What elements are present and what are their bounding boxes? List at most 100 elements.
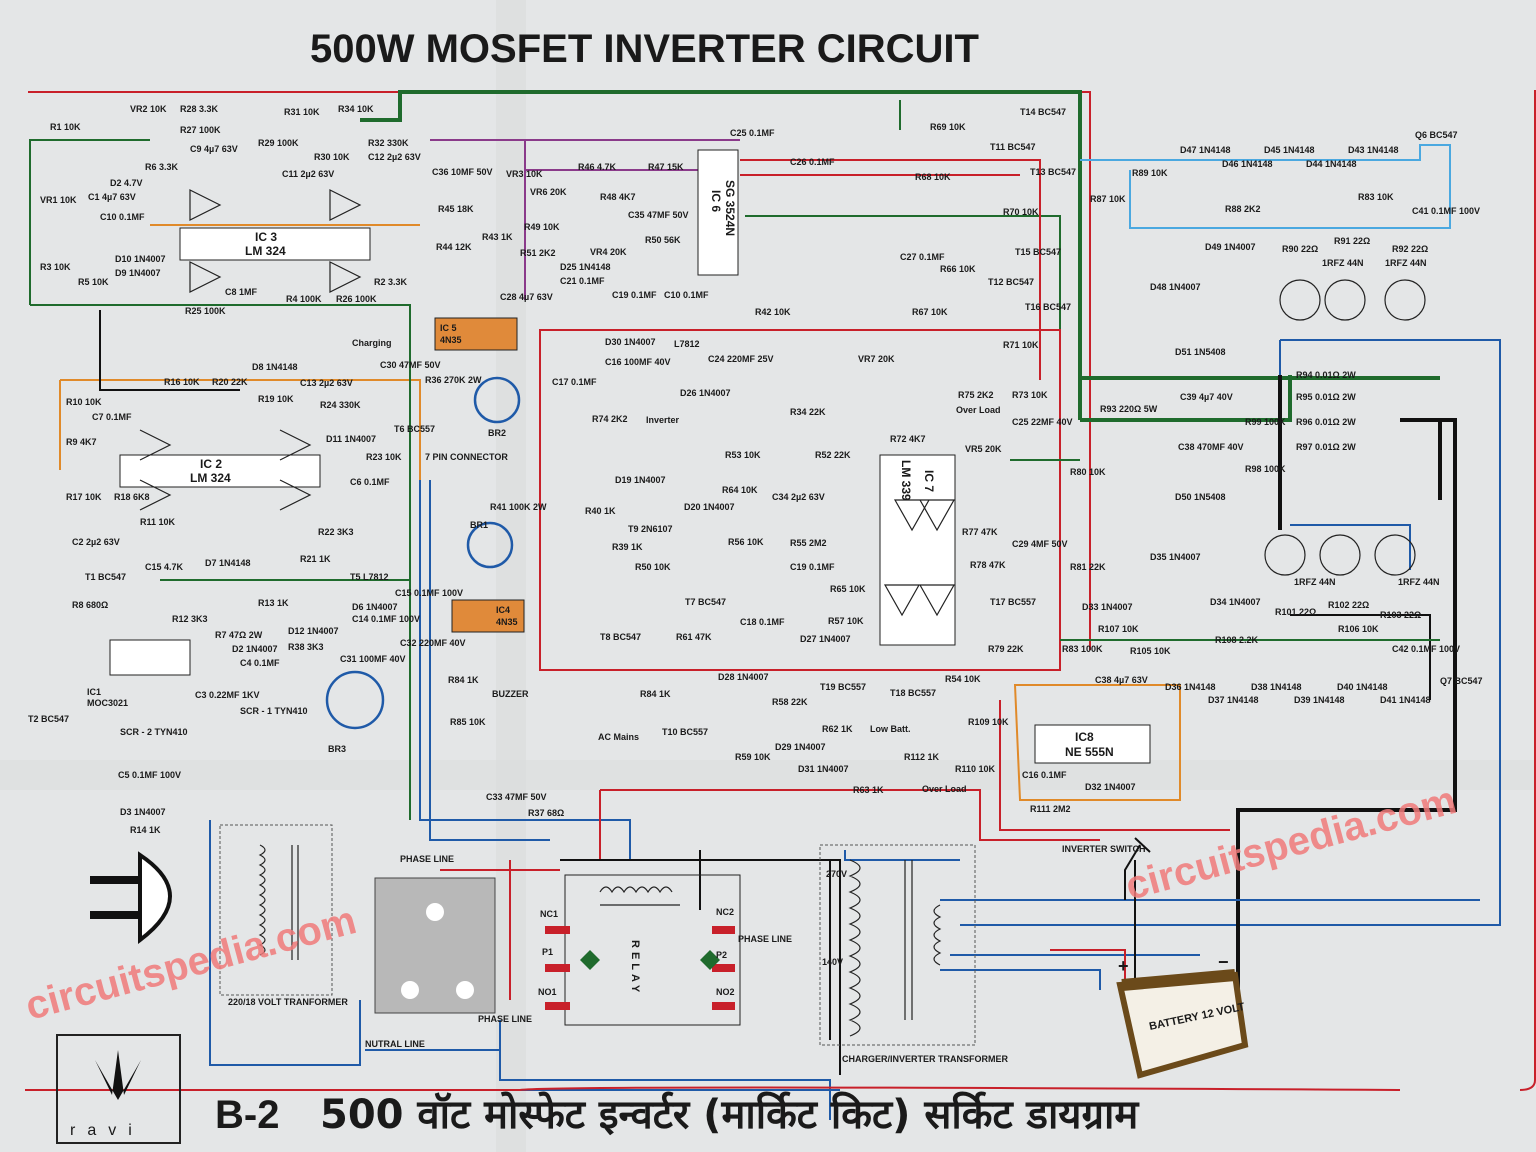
label-r83b: R83 100K [1062, 644, 1103, 654]
label-r55: R55 2M2 [790, 538, 827, 548]
tap-140v: 140V [822, 957, 843, 967]
mosfet-label: 1RFZ 44N [1398, 577, 1440, 587]
label-d50: D50 1N5408 [1175, 492, 1226, 502]
label-c29: C29 4MF 50V [1012, 539, 1068, 549]
ic4-part: 4N35 [496, 617, 518, 627]
transformer2-label: CHARGER/INVERTER TRANSFORMER [842, 1054, 1009, 1064]
label-c42: C42 0.1MF 100V [1392, 644, 1460, 654]
label-c6: C6 0.1MF [350, 477, 390, 487]
mosfet-label: 1RFZ 44N [1385, 258, 1427, 268]
label-r72: R72 4K7 [890, 434, 926, 444]
label-d41: D41 1N4148 [1380, 695, 1431, 705]
label-r85: R85 10K [450, 717, 486, 727]
label-r81: R81 22K [1070, 562, 1106, 572]
label-t19: T19 BC557 [820, 682, 866, 692]
label-vr4: VR4 20K [590, 247, 627, 257]
label-c3: C3 0.22MF 1KV [195, 690, 260, 700]
label-vr7: VR7 20K [858, 354, 895, 364]
label-r42: R42 10K [755, 307, 791, 317]
label-d28: D28 1N4007 [718, 672, 769, 682]
label-r7: R7 47Ω 2W [215, 630, 263, 640]
label-c8: C8 1MF [225, 287, 258, 297]
label-c9: C9 4µ7 63V [190, 144, 238, 154]
label-r69: R69 10K [930, 122, 966, 132]
label-r71: R71 10K [1003, 340, 1039, 350]
wires [25, 90, 1536, 1120]
ic4-optocoupler: IC4 4N35 [451, 599, 525, 633]
label-c26: C26 0.1MF [790, 157, 835, 167]
label-r101: R101 22Ω [1275, 607, 1316, 617]
label-r34: R34 10K [338, 104, 374, 114]
label-r92: R92 22Ω [1392, 244, 1428, 254]
inverter-switch[interactable] [1060, 840, 1180, 870]
label-d40: D40 1N4148 [1337, 682, 1388, 692]
label-r49: R49 10K [524, 222, 560, 232]
ic3-chip: IC 3 LM 324 [179, 189, 371, 293]
label-vr5: VR5 20K [965, 444, 1002, 454]
mosfet-label: 1RFZ 44N [1322, 258, 1364, 268]
label-r3: R3 10K [40, 262, 71, 272]
label-t2: T2 BC547 [28, 714, 69, 724]
label-t12: T12 BC547 [988, 277, 1034, 287]
label-d44: D44 1N4148 [1306, 159, 1357, 169]
label-c17: C17 0.1MF [552, 377, 597, 387]
label-r9: R9 4K7 [66, 437, 97, 447]
ic5-optocoupler: IC 5 4N35 [434, 317, 518, 351]
label-vr1: VR1 10K [40, 195, 77, 205]
label-d34: D34 1N4007 [1210, 597, 1261, 607]
label-vr3: VR3 10K [506, 169, 543, 179]
label-c34: C34 2µ2 63V [772, 492, 825, 502]
mains-plug [90, 851, 172, 945]
label-r77: R77 47K [962, 527, 998, 537]
label-lowbatt: Low Batt. [870, 724, 911, 734]
label-r44: R44 12K [436, 242, 472, 252]
label-scr1: SCR - 1 TYN410 [240, 706, 308, 716]
label-r8: R8 680Ω [72, 600, 108, 610]
label-d25: D25 1N4148 [560, 262, 611, 272]
label-c10: C10 0.1MF [100, 212, 145, 222]
inverter-switch-icon[interactable] [1124, 837, 1151, 900]
label-r93: R93 220Ω 5W [1100, 404, 1158, 414]
ic3-name: IC 3 [255, 230, 277, 244]
label-r70: R70 10K [1003, 207, 1039, 217]
diagram-title: 500W MOSFET INVERTER CIRCUIT [310, 27, 979, 71]
label-r59: R59 10K [735, 752, 771, 762]
label-r28: R28 3.3K [180, 104, 219, 114]
label-d36: D36 1N4148 [1165, 682, 1216, 692]
label-c31: C31 100MF 40V [340, 654, 406, 664]
label-c25b: C25 22MF 40V [1012, 417, 1073, 427]
label-d6: D6 1N4007 [352, 602, 398, 612]
label-c27: C27 0.1MF [900, 252, 945, 262]
label-nc1: NC1 [540, 909, 558, 919]
label-phase-line-2: PHASE LINE [478, 1014, 532, 1024]
label-d45: D45 1N4148 [1264, 145, 1315, 155]
label-r6: R6 3.3K [145, 162, 179, 172]
label-r12: R12 3K3 [172, 614, 208, 624]
label-r5: R5 10K [78, 277, 109, 287]
label-r21: R21 1K [300, 554, 331, 564]
label-d8: D8 1N4148 [252, 362, 298, 372]
label-c30: C30 47MF 50V [380, 360, 441, 370]
ic8-part: NE 555N [1065, 745, 1114, 759]
label-r10: R10 10K [66, 397, 102, 407]
label-d10: D10 1N4007 [115, 254, 166, 264]
label-c38: C38 470MF 40V [1178, 442, 1244, 452]
label-c19b: C19 0.1MF [790, 562, 835, 572]
ic8-chip: IC8 NE 555N [1034, 724, 1151, 764]
label-d20: D20 1N4007 [684, 502, 735, 512]
label-inverter: Inverter [646, 415, 680, 425]
label-phase-line-3: PHASE LINE [738, 934, 792, 944]
label-d37: D37 1N4148 [1208, 695, 1259, 705]
logo-text: ravi [70, 1122, 144, 1139]
label-p1: P1 [542, 947, 553, 957]
label-no2: NO2 [716, 987, 735, 997]
label-r47: R47 15K [648, 162, 684, 172]
label-phase-line: PHASE LINE [400, 854, 454, 864]
label-r38: R38 3K3 [288, 642, 324, 652]
label-r88: R88 2K2 [1225, 204, 1261, 214]
label-c14: C14 0.1MF 100V [352, 614, 420, 624]
label-c32: C32 220MF 40V [400, 638, 466, 648]
label-c10b: C10 0.1MF [664, 290, 709, 300]
label-c24: C24 220MF 25V [708, 354, 774, 364]
